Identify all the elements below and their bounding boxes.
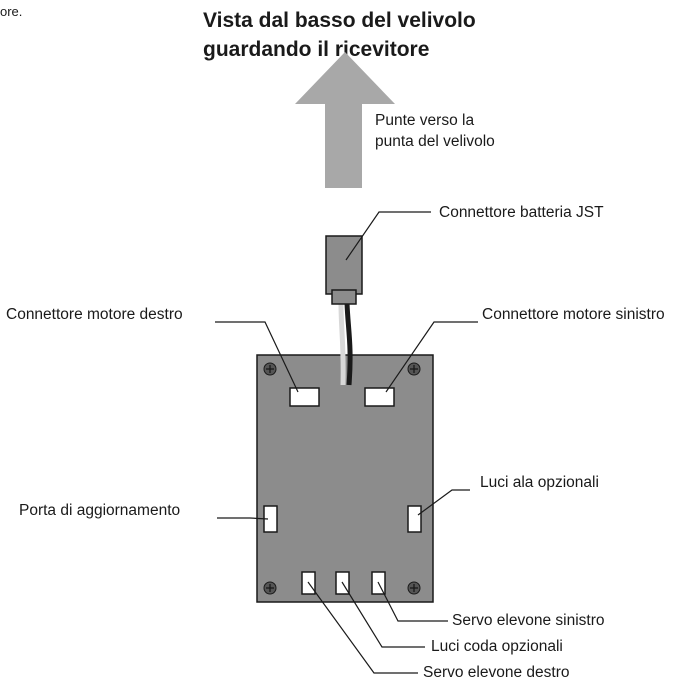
- label-tail-lights: Luci coda opzionali: [431, 638, 563, 655]
- arrow-note-line-1: Punte verso la: [375, 112, 475, 129]
- screw-icon: [263, 581, 277, 595]
- battery-wire-red: [338, 302, 346, 386]
- label-motor-left: Connettore motore sinistro: [482, 306, 665, 323]
- label-motor-right: Connettore motore destro: [6, 306, 183, 323]
- receiver-board: [256, 354, 434, 603]
- port-motor-left: [364, 387, 395, 407]
- battery-wire-black: [344, 302, 353, 386]
- cropped-text-fragment: ore.: [0, 4, 23, 19]
- leader-update: [217, 517, 269, 520]
- leader-motor-left: [385, 321, 478, 393]
- screw-icon: [263, 362, 277, 376]
- screw-icon: [407, 581, 421, 595]
- leader-tail-lights: [341, 581, 425, 648]
- label-servo-right: Servo elevone destro: [423, 664, 570, 681]
- label-update-port: Porta di aggiornamento: [19, 502, 181, 519]
- label-servo-left: Servo elevone sinistro: [452, 612, 605, 629]
- leader-servo-left: [377, 581, 448, 622]
- leader-wing-lights: [417, 489, 470, 516]
- leader-motor-right: [215, 321, 299, 393]
- port-motor-right: [289, 387, 320, 407]
- title-line-1: Vista dal basso del velivolo: [203, 9, 476, 32]
- leader-battery: [345, 211, 431, 261]
- leader-servo-right: [307, 581, 418, 674]
- label-battery-connector: Connettore batteria JST: [439, 204, 604, 221]
- label-wing-lights: Luci ala opzionali: [480, 474, 599, 491]
- diagram-title: Vista dal basso del velivolo guardando i…: [203, 6, 476, 64]
- direction-arrow: [295, 52, 395, 188]
- port-wing-lights: [407, 505, 422, 533]
- jst-connector: [325, 235, 363, 305]
- screw-icon: [407, 362, 421, 376]
- arrow-note-line-2: punta del velivolo: [375, 133, 495, 150]
- title-line-2: guardando il ricevitore: [203, 38, 430, 61]
